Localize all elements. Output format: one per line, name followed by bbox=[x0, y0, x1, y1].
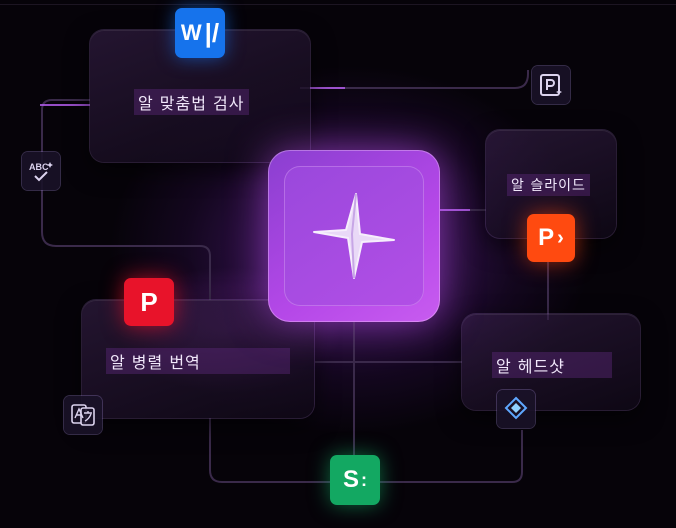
abc-text: ABC bbox=[29, 162, 49, 172]
translate-card bbox=[82, 300, 314, 418]
word-mark: |/ bbox=[204, 17, 220, 48]
translate-tile bbox=[64, 396, 102, 434]
headshot-app-tile bbox=[497, 390, 535, 428]
headshot-card bbox=[462, 314, 640, 410]
ppt-orange-mark: › bbox=[557, 226, 564, 249]
presentation-ai-tile bbox=[532, 66, 570, 104]
ppt-red-glyph: P bbox=[140, 286, 158, 317]
sheets-mark: : bbox=[361, 469, 367, 490]
abc-check-icon: ABC bbox=[29, 162, 53, 182]
sheets-app-icon: S : bbox=[330, 455, 380, 505]
top-divider bbox=[0, 4, 676, 5]
ppt-red-app-icon: P bbox=[124, 278, 174, 326]
abc-check-tile: ABC bbox=[22, 152, 60, 190]
headshot-app-icon bbox=[504, 396, 528, 420]
headshot-label: 알 헤드샷 bbox=[492, 352, 612, 378]
presentation-ai-icon bbox=[540, 74, 562, 96]
sheets-glyph: S bbox=[342, 466, 359, 493]
word-glyph: W bbox=[180, 20, 202, 45]
translate-icon bbox=[71, 404, 95, 426]
spark-logo-icon bbox=[313, 193, 395, 279]
ppt-orange-app-icon: P › bbox=[527, 214, 575, 262]
translate-label: 알 병렬 번역 bbox=[106, 348, 290, 374]
slide-label: 알 슬라이드 bbox=[507, 174, 590, 196]
hub-logo bbox=[284, 166, 424, 306]
spellcheck-label: 알 맞춤법 검사 bbox=[134, 89, 249, 115]
word-app-icon: W |/ bbox=[175, 8, 225, 58]
ppt-orange-glyph: P bbox=[538, 224, 555, 251]
